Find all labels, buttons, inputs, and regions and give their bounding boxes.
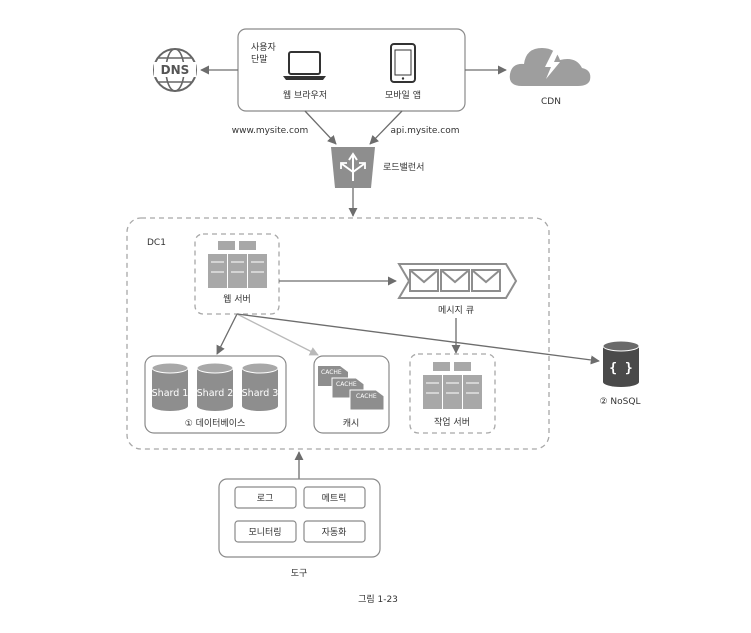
- shard-3-label: Shard 3: [242, 388, 279, 399]
- datacenter-boundary: [126, 217, 550, 450]
- cache-tag-2: CACHE: [336, 381, 357, 388]
- tool-log-label: 로그: [257, 494, 274, 504]
- arrow-mobile-to-lb: [369, 110, 403, 145]
- web-browser-label: 웹 브라우저: [283, 90, 327, 101]
- worker-server-label: 작업 서버: [434, 417, 470, 428]
- figure-caption: 그림 1-23: [358, 593, 398, 605]
- shard-1-label: Shard 1: [152, 388, 189, 399]
- cache-stack-icon: [318, 366, 385, 411]
- web-server-icon: [208, 241, 267, 288]
- web-server-label: 웹 서버: [223, 294, 251, 305]
- cdn-cloud-icon: [509, 48, 591, 86]
- mobile-app-label: 모바일 앱: [385, 89, 421, 101]
- worker-server-boundary: [409, 353, 496, 434]
- shard-1-icon: [151, 362, 189, 411]
- client-title-line2: 단말: [251, 53, 268, 65]
- tool-metrics-box: [303, 486, 366, 509]
- arrow-web-to-cache: [236, 313, 319, 356]
- shard-2-icon: [196, 362, 234, 411]
- client-devices: 사용자 단말 웹 브라우저 모바일 앱: [237, 28, 466, 112]
- worker-server-icon: [423, 362, 482, 409]
- cache-tag-3: CACHE: [356, 393, 377, 400]
- shard-3-icon: [241, 362, 279, 411]
- tool-monitoring-box: [234, 520, 297, 543]
- message-queue-label: 메시지 큐: [438, 305, 474, 316]
- client-box: [237, 28, 466, 112]
- client-title-line1: 사용자: [251, 42, 277, 53]
- cdn-label: CDN: [541, 97, 561, 107]
- arrow-web-to-db: [216, 313, 238, 355]
- arrow-web-to-nosql: [236, 313, 600, 365]
- tool-log-box: [234, 486, 297, 509]
- tools-label: 도구: [291, 568, 308, 579]
- cache-label: 캐시: [343, 418, 360, 429]
- nosql-symbol: { }: [609, 361, 632, 376]
- nosql-label: ② NoSQL: [600, 397, 641, 407]
- shard-2-label: Shard 2: [197, 388, 234, 399]
- dns-label: DNS: [161, 63, 190, 77]
- load-balancer-icon: [331, 147, 375, 188]
- datacenter-label: DC1: [147, 238, 166, 248]
- tool-automation-label: 자동화: [322, 527, 347, 538]
- laptop-icon: [283, 51, 326, 80]
- web-url-label: www.mysite.com: [232, 126, 309, 136]
- database-label: ① 데이터베이스: [185, 418, 246, 429]
- tool-monitoring-label: 모니터링: [248, 526, 281, 538]
- tool-automation-box: [303, 520, 366, 543]
- message-queue-icon: [397, 263, 518, 299]
- mobile-phone-icon: [390, 43, 416, 83]
- tool-metrics-label: 메트릭: [322, 492, 347, 504]
- nosql-database-icon: [602, 340, 640, 387]
- arrow-web-to-lb: [304, 110, 337, 145]
- cache-tag-1: CACHE: [321, 369, 342, 376]
- dns-globe-icon: [153, 48, 197, 92]
- api-url-label: api.mysite.com: [390, 126, 459, 136]
- load-balancer-label: 로드밸런서: [383, 162, 424, 173]
